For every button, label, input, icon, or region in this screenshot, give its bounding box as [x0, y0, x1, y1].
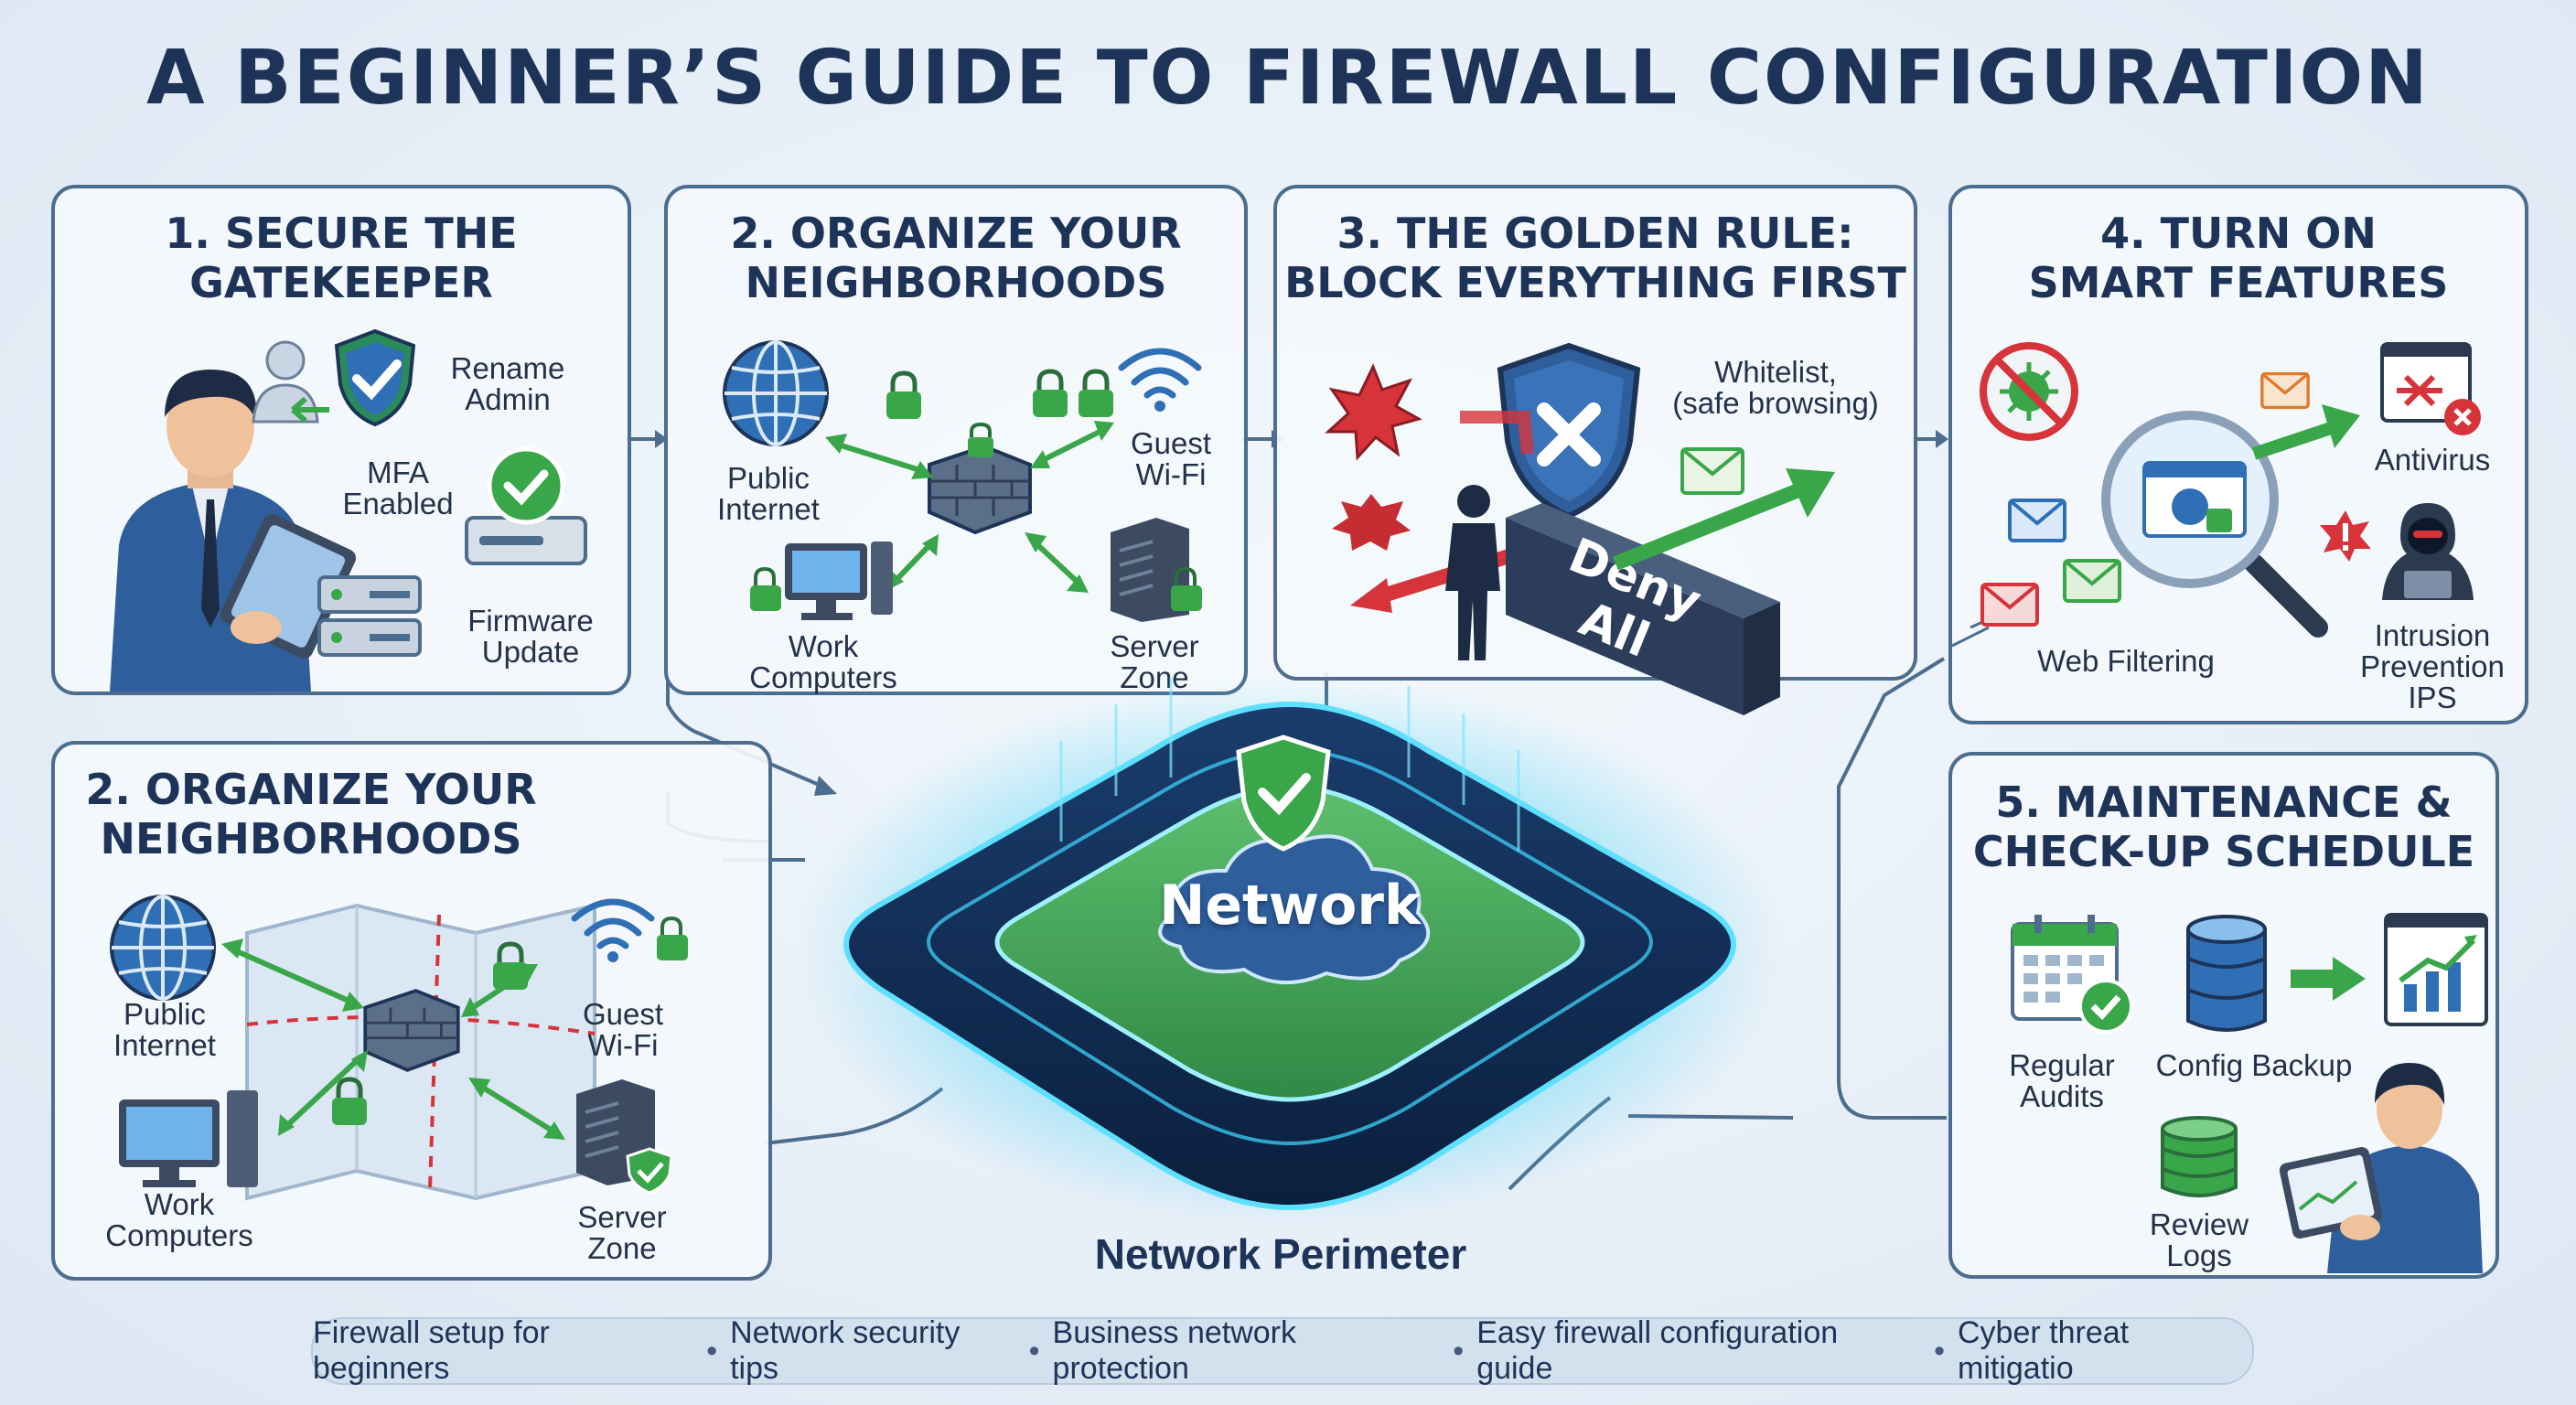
panel-title: 4. TURN ON SMART FEATURES — [2028, 209, 2449, 307]
firmware-check-icon — [465, 446, 587, 565]
page-title: A BEGINNER’S GUIDE TO FIREWALL CONFIGURA… — [146, 35, 2430, 122]
work-computers-label: Work Computers — [105, 1187, 253, 1252]
panel-title: 2. ORGANIZE YOUR NEIGHBORHOODS — [85, 765, 537, 863]
incoming-traffic-arrows — [1951, 404, 2360, 648]
keyword-item: Firewall setup for beginners — [313, 1315, 550, 1386]
network-perimeter-label: Network Perimeter — [1094, 1230, 1467, 1278]
person-silhouette-icon — [1445, 485, 1500, 660]
lock-icon — [886, 370, 921, 419]
globe-icon — [110, 895, 216, 1001]
person-with-tablet-icon — [2279, 1063, 2483, 1273]
firewall-brick-icon — [363, 989, 460, 1072]
panel-maintenance-schedule: 5. MAINTENANCE & CHECK-UP SCHEDULE Regul… — [1948, 752, 2499, 1279]
keyword-item: Cyber threat mitigatio — [1958, 1315, 2130, 1386]
user-rename-icon — [252, 340, 329, 424]
computer-lock-icon — [750, 542, 893, 620]
panel-golden-rule: 3. THE GOLDEN RULE: BLOCK EVERYTHING FIR… — [1273, 185, 1917, 715]
lock-icon — [493, 941, 528, 990]
server-lock-icon — [1111, 518, 1202, 622]
envelope-icon — [1980, 583, 2039, 627]
arrow-right-icon — [2291, 957, 2366, 1001]
virus-threat-icon — [1325, 363, 1422, 461]
keyword-footer: Firewall setup for beginners • Network s… — [311, 1315, 2254, 1386]
web-filtering-label: Web Filtering — [2037, 644, 2215, 678]
public-internet-label: Public Internet — [717, 461, 820, 526]
panel-secure-gatekeeper: 1. SECURE THE GATEKEEPER Rename Admin MF… — [51, 185, 631, 695]
wifi-icon — [1118, 348, 1202, 412]
keyword-separator: • — [1934, 1333, 1945, 1368]
wifi-lock-icon — [571, 898, 688, 962]
lock-icon — [1033, 369, 1068, 417]
envelope-icon — [2008, 499, 2066, 542]
network-shield-icon — [1236, 735, 1331, 852]
keyword-item: Easy firewall configuration guide — [1476, 1315, 1839, 1386]
no-virus-icon — [1980, 342, 2078, 441]
panel-title: 2. ORGANIZE YOUR NEIGHBORHOODS — [730, 209, 1182, 307]
calendar-check-icon — [2011, 915, 2133, 1034]
shield-check-icon — [334, 328, 416, 427]
guest-wifi-label: Guest Wi-Fi — [582, 997, 664, 1062]
database-icon — [2186, 915, 2267, 1032]
keyword-item: Business network protection — [1052, 1315, 1297, 1386]
panel-smart-features: 4. TURN ON SMART FEATURES Antivirus — [1948, 185, 2528, 724]
lock-icon — [1079, 369, 1113, 417]
keyword-separator: • — [1028, 1333, 1040, 1368]
server-zone-label: Server Zone — [577, 1200, 667, 1265]
keyword-separator: • — [706, 1333, 718, 1368]
growth-chart-icon — [2384, 913, 2488, 1026]
review-logs-label: Review Logs — [2149, 1207, 2249, 1272]
network-label: Network — [1159, 874, 1421, 938]
alert-burst-icon — [2320, 510, 2371, 562]
computer-icon — [119, 1090, 258, 1187]
keyword-item: Network security tips — [730, 1315, 961, 1386]
envelope-icon — [1680, 447, 1744, 495]
firmware-update-label: Firmware Update — [467, 604, 594, 669]
rename-admin-label: Rename Admin — [450, 351, 565, 416]
deny-all-wall — [1506, 503, 1780, 715]
config-backup-label: Config Backup — [2155, 1048, 2353, 1082]
person-with-tablet-icon — [110, 370, 357, 692]
work-computers-label: Work Computers — [749, 629, 897, 694]
lock-icon — [332, 1077, 367, 1125]
panel-title: 5. MAINTENANCE & CHECK-UP SCHEDULE — [1972, 778, 2475, 876]
regular-audits-label: Regular Audits — [2009, 1048, 2115, 1113]
antivirus-label: Antivirus — [2374, 443, 2491, 477]
intrusion-prevention-label: Intrusion Prevention IPS — [2360, 618, 2505, 714]
deny-shield-icon — [1497, 342, 1641, 520]
antivirus-window-icon — [2380, 342, 2481, 435]
firewall-brick-icon — [928, 422, 1032, 535]
server-rack-icon — [317, 575, 422, 657]
panel-title: 1. SECURE THE GATEKEEPER — [165, 209, 518, 307]
server-shield-icon — [576, 1079, 673, 1195]
keyword-separator: • — [1453, 1333, 1465, 1368]
logs-database-icon — [2161, 1116, 2238, 1197]
hacker-icon — [2382, 503, 2474, 600]
globe-icon — [723, 340, 829, 446]
whitelist-label: Whitelist, (safe browsing) — [1672, 355, 1879, 420]
guest-wifi-label: Guest Wi-Fi — [1130, 426, 1212, 491]
panel-organize-neighborhoods-2: 2. ORGANIZE YOUR NEIGHBORHOODS Public In… — [51, 741, 772, 1281]
envelope-icon — [2063, 559, 2121, 603]
panel-organize-neighborhoods: 2. ORGANIZE YOUR NEIGHBORHOODS Public In… — [664, 185, 1248, 695]
magnifier-browser-icon — [2101, 411, 2328, 638]
public-internet-label: Public Internet — [113, 997, 216, 1062]
malware-icon — [1332, 494, 1411, 551]
mfa-enabled-label: MFA Enabled — [342, 456, 454, 520]
green-allow-arrow — [1613, 468, 1835, 571]
envelope-icon — [2260, 371, 2310, 410]
panel-title: 3. THE GOLDEN RULE: BLOCK EVERYTHING FIR… — [1284, 209, 1906, 307]
network-platform — [796, 677, 1784, 1226]
